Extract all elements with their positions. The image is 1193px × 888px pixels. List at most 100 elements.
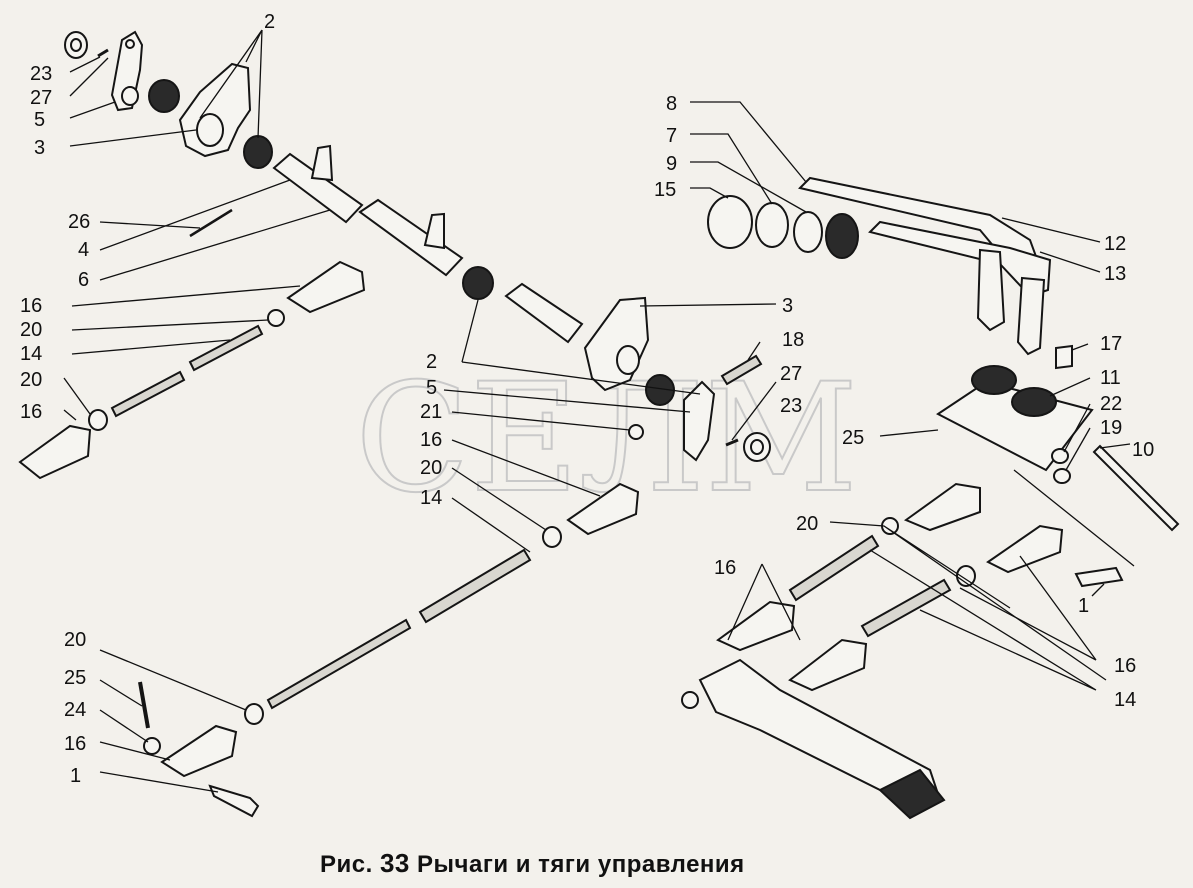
fork-16-right-lower — [986, 524, 1064, 574]
leader-9 — [690, 161, 807, 213]
leader-14-b — [451, 497, 531, 553]
pedal-shaft-end — [878, 768, 946, 820]
callout-6: 6 — [78, 269, 89, 291]
cotter-26 — [189, 208, 233, 238]
callout-1-bottom: 1 — [70, 765, 81, 787]
callout-7: 7 — [666, 125, 677, 147]
seal-8 — [825, 213, 859, 259]
washer-23-top-hole — [70, 38, 82, 52]
rod-14-center-a — [418, 548, 532, 624]
leader-20-right — [829, 521, 1107, 681]
leader-20-e — [99, 649, 247, 711]
leader-25-right — [879, 429, 1135, 567]
washer-22 — [1051, 448, 1069, 464]
fork-16-right-upper — [903, 482, 981, 532]
leader-1-bottom — [99, 771, 219, 793]
tube-middle — [504, 282, 584, 344]
callout-10: 10 — [1132, 439, 1154, 461]
callout-12: 12 — [1104, 233, 1126, 255]
leader-8 — [690, 101, 807, 183]
callout-25-bottom: 25 — [64, 667, 86, 689]
leader-16-c — [451, 439, 601, 497]
callout-14-a: 14 — [20, 343, 42, 365]
callout-20-e: 20 — [64, 629, 86, 651]
callout-5-top: 5 — [34, 109, 45, 131]
arm-13 — [1016, 276, 1046, 356]
leader-2-top — [199, 29, 263, 139]
spring-middle — [462, 266, 494, 300]
callout-15: 15 — [654, 179, 676, 201]
leader-16-e — [959, 555, 1097, 661]
leader-16-b — [63, 409, 77, 421]
shaft-13 — [868, 220, 1052, 298]
callout-19: 19 — [1100, 417, 1122, 439]
leader-20-b — [63, 377, 91, 415]
callout-9: 9 — [666, 153, 677, 175]
caption-title: Рычаги и тяги управления — [417, 851, 745, 878]
callout-25-right: 25 — [842, 427, 864, 449]
leader-25-b — [99, 679, 143, 707]
caption-number: 33 — [379, 848, 410, 878]
pin-10 — [1092, 444, 1180, 532]
clamp-5-top-bore — [121, 86, 139, 106]
callout-4: 4 — [78, 239, 89, 261]
leader-26 — [99, 221, 201, 229]
leader-2-mid — [461, 299, 701, 395]
leader-20-a — [71, 319, 269, 331]
leader-5-top — [69, 101, 116, 119]
leader-10 — [1099, 443, 1131, 449]
fork-16-lower-left — [716, 600, 796, 652]
leader-23-top — [69, 56, 101, 73]
callout-3-top: 3 — [34, 137, 45, 159]
callout-27-top: 27 — [30, 87, 52, 109]
fork-16-bottom — [160, 724, 238, 778]
leader-11 — [1049, 377, 1091, 397]
nut-20-upper-left — [267, 309, 285, 327]
leader-22 — [1063, 403, 1091, 453]
callout-14-c: 14 — [1114, 689, 1136, 711]
boss-11-a — [971, 365, 1017, 395]
lever-3-middle-bore — [616, 345, 640, 375]
clamp-5-middle — [683, 380, 716, 462]
callout-23-top: 23 — [30, 63, 52, 85]
rod-14-center-b — [266, 618, 412, 710]
callout-16-f: 16 — [64, 733, 86, 755]
lever-3-top-bore — [196, 113, 224, 147]
parts-group — [18, 30, 1180, 820]
callout-24: 24 — [64, 699, 86, 721]
clamp-5-top-hole — [125, 39, 135, 49]
callout-11: 11 — [1100, 367, 1121, 389]
callout-labels: 2 23 27 5 3 26 4 6 16 20 14 20 16 8 7 9 … — [20, 11, 1154, 787]
callout-23-mid: 23 — [780, 395, 802, 417]
nut-21 — [628, 424, 644, 440]
bolt-18 — [720, 354, 763, 386]
callout-1-right: 1 — [1078, 595, 1089, 617]
callout-20-right: 20 — [796, 513, 818, 535]
leader-5-mid — [443, 389, 691, 413]
leader-3-mid — [639, 303, 777, 307]
leader-27-top — [69, 57, 109, 97]
leader-7 — [690, 133, 773, 205]
washer-23-middle-hole — [750, 439, 764, 455]
boss-11-b — [1011, 387, 1057, 417]
caption-prefix: Рис. — [320, 851, 373, 878]
rod-14-upper-left-b — [110, 370, 186, 418]
nut-20-left — [88, 409, 108, 431]
leader-18 — [747, 341, 761, 361]
leader-27-mid — [731, 381, 777, 441]
leader-1-right — [1091, 583, 1105, 597]
callout-2-mid: 2 — [426, 351, 437, 373]
ring-7 — [755, 202, 789, 248]
sleeve-4 — [272, 152, 364, 224]
pin-1-bottom — [208, 784, 260, 818]
callout-16-c: 16 — [420, 429, 442, 451]
callout-20-c: 20 — [420, 457, 442, 479]
leader-20-c — [451, 467, 547, 531]
cotter-25-bottom — [138, 681, 150, 729]
screw-27-middle — [725, 438, 739, 447]
leader-21 — [451, 411, 631, 431]
leader-16-d — [727, 563, 801, 641]
screw-27-top — [97, 48, 109, 58]
leader-16-a — [71, 285, 301, 307]
